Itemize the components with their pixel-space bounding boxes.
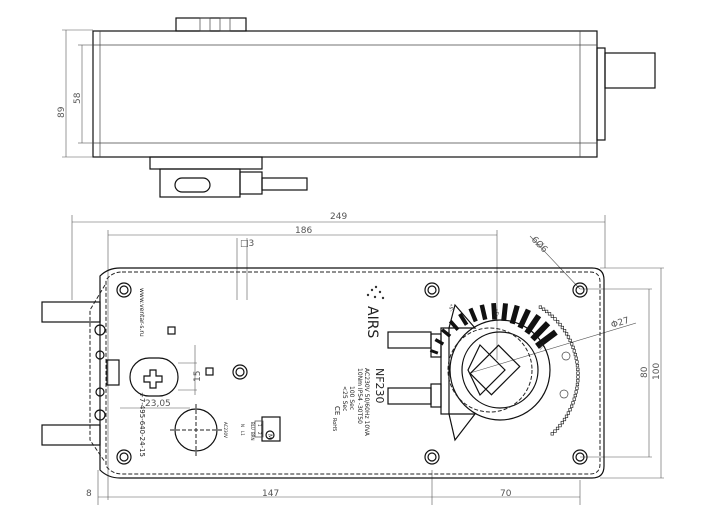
scale-tick	[429, 348, 439, 355]
run-time: 100 Sec	[348, 386, 355, 410]
scale-bead	[576, 367, 580, 372]
scale-bead	[573, 352, 577, 357]
scale-tick	[448, 319, 460, 332]
dim-shaft: Φ27	[610, 316, 631, 331]
scale-tick	[479, 304, 488, 321]
spec-line1: AC230V 50/60Hz 10VA	[363, 368, 370, 437]
spec-line2: 10Nm IP54 -30T50	[356, 368, 363, 424]
scale-bead	[575, 382, 580, 387]
mounting-holes	[116, 282, 588, 465]
scale-bead	[553, 429, 557, 433]
scale-bead	[560, 420, 564, 425]
scale-bead	[575, 386, 579, 390]
scale-bead	[571, 345, 575, 349]
scale-bead	[571, 401, 575, 405]
scale-bead	[573, 393, 577, 398]
dim-8: 8	[86, 489, 92, 499]
dim-186: 186	[295, 226, 312, 236]
scale-bead	[576, 379, 580, 383]
scale-bead	[570, 404, 574, 408]
scale-bead	[575, 364, 580, 368]
ce-mark: CE	[333, 406, 341, 415]
scale-bead	[547, 312, 552, 316]
dim-80: 80	[640, 366, 650, 378]
scale-bead	[550, 432, 554, 436]
rohs-mark: RoHS	[331, 418, 337, 431]
scale-tick	[458, 312, 469, 326]
scale-bead	[562, 417, 567, 422]
dim-89: 89	[57, 106, 67, 118]
scale-tick	[491, 302, 497, 320]
scale-bead	[564, 332, 569, 336]
scale-bead	[556, 320, 560, 324]
scale-bead	[544, 309, 549, 314]
model: NF230	[373, 368, 386, 404]
scale-tick	[509, 304, 520, 325]
airs-logo: AIRS	[364, 285, 385, 338]
scale-bead	[574, 356, 578, 360]
scale-min: -5°	[448, 303, 456, 313]
scale-bead	[576, 371, 580, 375]
dim-249: 249	[330, 212, 347, 222]
scale-bead	[570, 342, 574, 346]
dimensions: 249 186 8 147 70 80 100 6Ø6 Φ27 □3	[71, 212, 664, 505]
wiring-motor: M	[266, 434, 273, 439]
spring-time: <25 Sec	[341, 386, 348, 411]
scale-tick	[535, 329, 558, 349]
scale-tick	[524, 314, 542, 335]
dim-147: 147	[262, 489, 279, 499]
scale-tick	[530, 321, 551, 342]
wiring-l1: L1	[240, 431, 245, 436]
scale-bead	[553, 317, 557, 321]
shaft-clamp	[387, 303, 551, 442]
dim-100: 100	[652, 363, 662, 380]
bottom-view: 15 23,05 M BLU BRN 1 2 N L1 AC230V www.v…	[41, 267, 605, 479]
dim-holes: 6Ø6	[529, 234, 550, 255]
website: www.ventar-s.ru	[138, 288, 145, 337]
scale-bead	[576, 375, 580, 379]
phone: +7-495-640-24-15	[138, 392, 146, 457]
dim-slot-offset: 23,05	[145, 399, 171, 409]
scale-bead	[566, 411, 570, 415]
scale-bead	[574, 390, 578, 394]
scale-tick	[434, 338, 445, 346]
wiring-n: N	[240, 424, 245, 427]
wiring-supply: AC230V	[223, 422, 228, 438]
scale-max: 95°	[537, 341, 548, 352]
scale-bead	[568, 338, 572, 343]
scale-bead	[558, 423, 562, 428]
dim-slot-height: 15	[193, 371, 203, 382]
scale-bead	[538, 305, 542, 309]
wiring-brn: BRN	[250, 432, 255, 441]
scale-tick	[517, 308, 531, 330]
scale-bead	[564, 414, 569, 418]
scale-tick	[501, 303, 509, 322]
dim-70: 70	[500, 489, 512, 499]
scale-mid: 45°	[493, 308, 502, 319]
scale-bead	[550, 314, 554, 318]
scale-bead	[572, 397, 576, 401]
dim-3: □3	[240, 239, 254, 249]
brand: AIRS	[364, 306, 380, 338]
dim-58: 58	[73, 92, 83, 104]
scale-bead	[541, 307, 546, 311]
scale-bead	[562, 329, 567, 333]
scale-bead	[560, 325, 564, 330]
wiring-1: 1	[257, 424, 262, 427]
position-scale	[429, 302, 580, 436]
scale-tick	[440, 328, 452, 338]
top-view: 58 89	[57, 17, 656, 198]
scale-bead	[558, 322, 562, 327]
scale-tick	[468, 307, 478, 323]
wiring-2: 2	[257, 432, 262, 435]
scale-bead	[555, 426, 560, 431]
scale-bead	[568, 408, 572, 412]
scale-bead	[572, 349, 576, 353]
scale-bead	[566, 335, 571, 339]
wiring-blu: BLU	[250, 422, 255, 430]
scale-bead	[575, 360, 579, 364]
